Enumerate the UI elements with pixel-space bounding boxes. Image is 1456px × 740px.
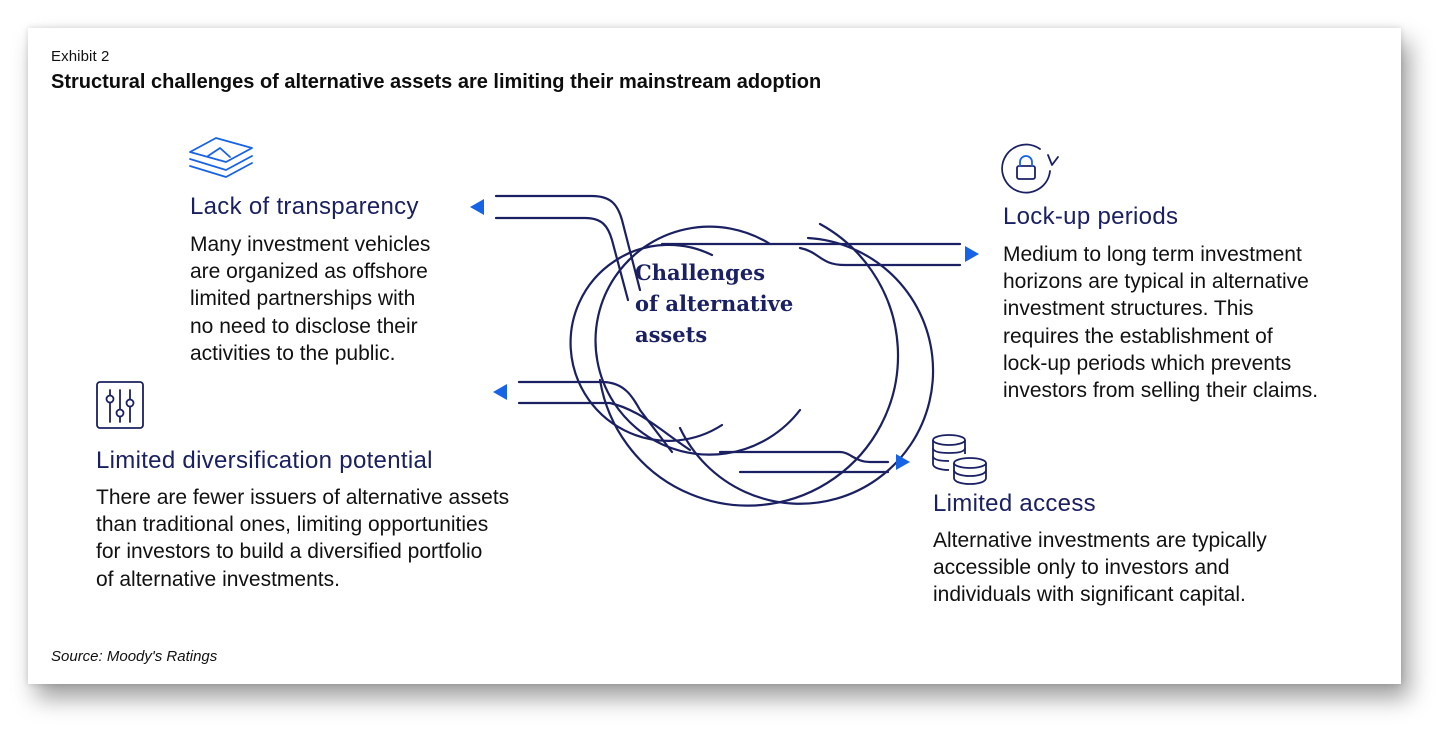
chart-title: Structural challenges of alternative ass… [51,71,822,93]
exhibit-card: Exhibit 2 Structural challenges of alter… [28,28,1401,684]
connector-transparency-lower [494,216,630,302]
coins-stack-icon [932,434,987,485]
arrow-left-transparency [470,199,484,215]
arrow-right-access [896,454,910,470]
lockup-heading: Lock-up periods [1003,203,1179,230]
diversification-body: There are fewer issuers of alternative a… [96,486,510,591]
access-heading: Limited access [933,490,1096,517]
connector-diversification-lower [517,401,692,452]
connector-access [718,450,890,464]
layers-icon [189,137,253,178]
lockup-body: Medium to long term investment horizons … [1003,243,1319,403]
connector-lockup-lower [798,246,962,267]
exhibit-label: Exhibit 2 [51,48,110,65]
transparency-body: Many investment vehicles are organized a… [190,233,431,365]
transparency-heading: Lack of transparency [190,193,419,220]
ring-outer [598,222,900,507]
connector-diversification [517,380,674,454]
arrow-right-lockup [965,246,979,262]
access-body: Alternative investments are typically ac… [933,529,1267,607]
lock-cycle-icon [1001,143,1059,194]
diversification-heading: Limited diversification potential [96,447,433,474]
ring-middle [678,236,935,505]
source-note: Source: Moody's Ratings [51,648,218,665]
center-label: Challenges of alternative assets [635,260,794,347]
connector-transparency [494,194,642,292]
arrow-left-diversification [493,384,507,400]
sliders-icon [96,381,144,429]
